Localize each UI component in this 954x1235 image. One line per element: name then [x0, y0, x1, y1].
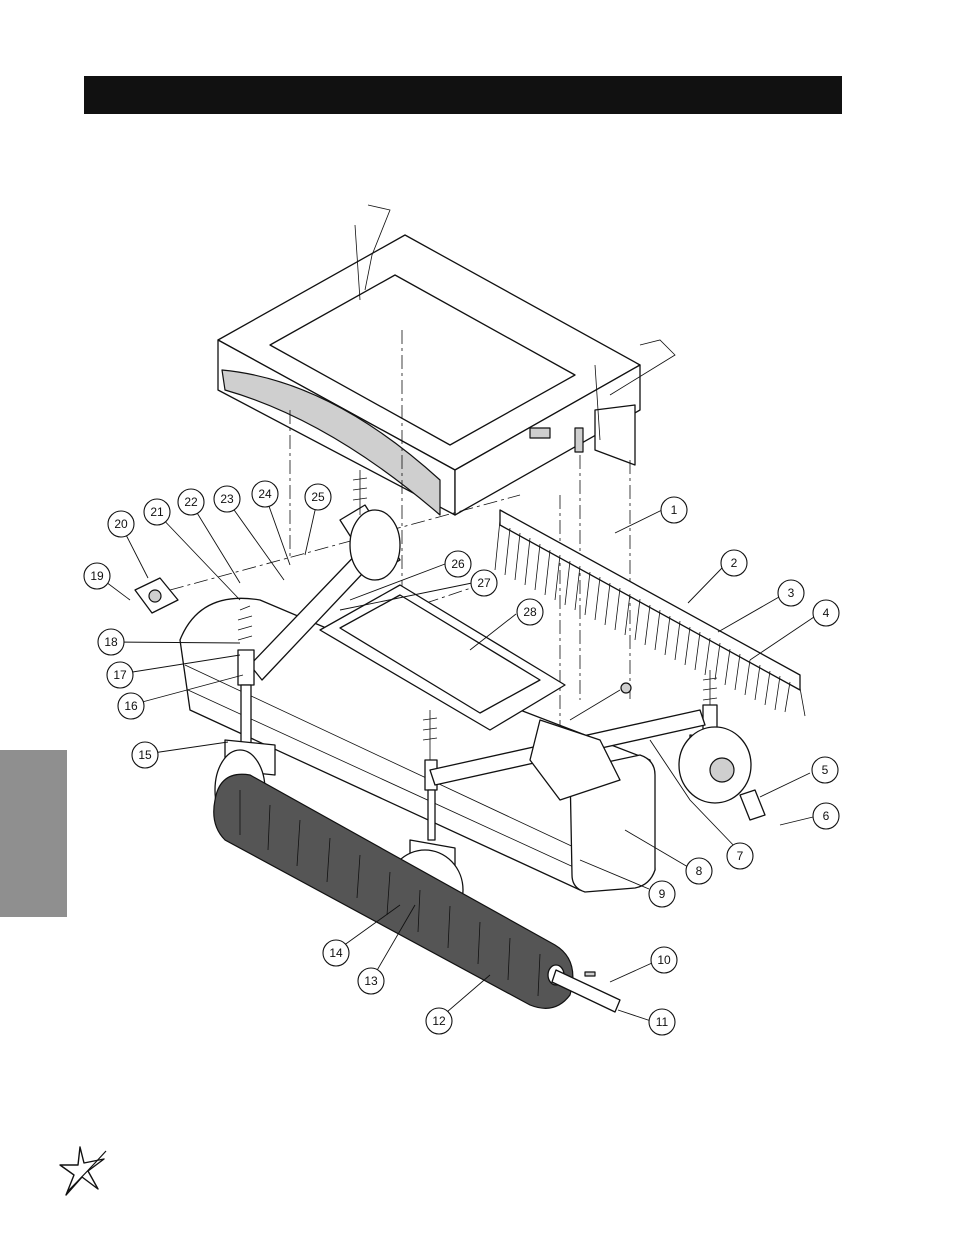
callout-label: 20 [114, 517, 128, 531]
callout-label: 27 [477, 576, 491, 590]
callout-label: 8 [696, 864, 703, 878]
callout-label: 5 [822, 763, 829, 777]
callout-label: 15 [138, 748, 152, 762]
callout-26: 26 [444, 550, 472, 578]
callout-28: 28 [516, 598, 544, 626]
callout-label: 25 [311, 490, 325, 504]
callout-label: 2 [731, 556, 738, 570]
callout-label: 9 [659, 887, 666, 901]
hitch-frame [217, 204, 676, 516]
callout-label: 28 [523, 605, 537, 619]
callout-label: 4 [823, 606, 830, 620]
callout-label: 14 [329, 946, 343, 960]
section-side-tab [0, 750, 67, 917]
callout-1: 1 [660, 496, 688, 524]
callout-label: 19 [90, 569, 104, 583]
callout-label: 26 [451, 557, 465, 571]
left-caster-assembly [134, 470, 401, 746]
header-bar [84, 76, 842, 114]
callout-label: 11 [656, 1015, 669, 1029]
callout-22: 22 [177, 488, 205, 516]
callout-label: 13 [364, 974, 378, 988]
callout-25: 25 [304, 483, 332, 511]
callout-2: 2 [720, 549, 748, 577]
callout-label: 3 [788, 586, 795, 600]
callout-24: 24 [251, 480, 279, 508]
callout-10: 10 [650, 946, 678, 974]
callout-label: 18 [104, 635, 118, 649]
callout-label: 24 [258, 487, 272, 501]
callout-label: 6 [823, 809, 830, 823]
callout-label: 12 [432, 1014, 446, 1028]
callout-16: 16 [117, 692, 145, 720]
callout-17: 17 [106, 661, 134, 689]
callout-11: 11 [648, 1008, 676, 1036]
right-caster-arm [429, 682, 706, 801]
callout-label: 21 [150, 505, 164, 519]
callout-14: 14 [322, 939, 350, 967]
callout-3: 3 [777, 579, 805, 607]
callout-18: 18 [97, 628, 125, 656]
callout-label: 22 [184, 495, 198, 509]
roller-brush [213, 773, 621, 1013]
callout-4: 4 [812, 599, 840, 627]
callout-23: 23 [213, 485, 241, 513]
star-swoosh-logo-icon [59, 1146, 107, 1196]
callout-19: 19 [83, 562, 111, 590]
callout-21: 21 [143, 498, 171, 526]
callout-8: 8 [685, 857, 713, 885]
callout-5: 5 [811, 756, 839, 784]
callout-15: 15 [131, 741, 159, 769]
callout-label: 7 [737, 849, 744, 863]
callout-label: 1 [671, 503, 678, 517]
callout-12: 12 [425, 1007, 453, 1035]
callout-20: 20 [107, 510, 135, 538]
callout-label: 17 [113, 668, 127, 682]
callout-13: 13 [357, 967, 385, 995]
callout-6: 6 [812, 802, 840, 830]
brush-strip [494, 509, 806, 717]
callout-9: 9 [648, 880, 676, 908]
callout-label: 16 [124, 699, 138, 713]
callout-7: 7 [726, 842, 754, 870]
callout-27: 27 [470, 569, 498, 597]
callout-label: 23 [220, 492, 234, 506]
callout-label: 10 [657, 953, 671, 967]
